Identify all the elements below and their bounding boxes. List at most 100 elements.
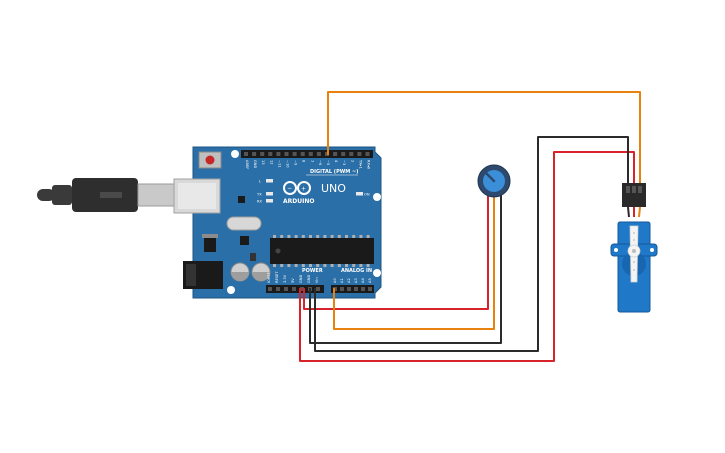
header-pin[interactable] bbox=[365, 152, 370, 156]
usb-cable[interactable] bbox=[37, 178, 175, 212]
mounting-hole bbox=[227, 286, 235, 294]
logo-loop-right bbox=[297, 181, 311, 195]
analog-pin-label: A0 bbox=[333, 278, 337, 283]
potentiometer[interactable] bbox=[477, 164, 511, 198]
chip-pin bbox=[287, 264, 291, 267]
capacitor-shade bbox=[252, 272, 270, 281]
header-pin[interactable] bbox=[341, 152, 346, 156]
header-pin[interactable] bbox=[368, 287, 372, 291]
power-label: POWER bbox=[302, 268, 323, 274]
servo-horn-hole bbox=[633, 239, 635, 241]
chip-pin bbox=[359, 264, 363, 267]
power-pin-label: GND bbox=[307, 275, 311, 283]
mounting-hole bbox=[231, 150, 239, 158]
servo-mount-hole bbox=[614, 248, 618, 252]
power-pin-label: 3.3V bbox=[283, 274, 287, 283]
header-pin[interactable] bbox=[268, 287, 272, 291]
tx-led bbox=[266, 192, 273, 196]
digital-pin-label: ~10 bbox=[286, 160, 290, 168]
l-led-label: L bbox=[259, 180, 261, 184]
header-pin[interactable] bbox=[333, 152, 338, 156]
digital-pin-label: ~5 bbox=[326, 160, 330, 165]
digital-pin-label: 7 bbox=[310, 160, 314, 162]
chip-pin bbox=[323, 264, 327, 267]
usb-plug-metal bbox=[137, 183, 175, 207]
wire-5v-potentiometer[interactable] bbox=[303, 190, 489, 310]
capacitor-shade bbox=[231, 272, 249, 281]
power-pin-label: Vin bbox=[315, 277, 319, 283]
wire-signal-d9-servo[interactable] bbox=[327, 91, 641, 190]
header-pin[interactable] bbox=[347, 287, 351, 291]
header-pin[interactable] bbox=[354, 287, 358, 291]
header-pin[interactable] bbox=[276, 287, 280, 291]
header-pin[interactable] bbox=[252, 152, 257, 156]
header-pin[interactable] bbox=[276, 152, 281, 156]
chip-pin bbox=[280, 264, 284, 267]
power-pin-label: RESET bbox=[275, 271, 279, 283]
logo-loop-left bbox=[283, 181, 297, 195]
power-pin-label: IOREF bbox=[267, 272, 271, 283]
chip-pin bbox=[309, 235, 312, 238]
digital-pin-label: ~6 bbox=[318, 160, 322, 166]
digital-pin-label: ~11 bbox=[277, 160, 281, 168]
analog-header bbox=[331, 285, 374, 293]
header-pin[interactable] bbox=[284, 287, 288, 291]
tx-led-label: TX bbox=[256, 193, 262, 197]
header-pin[interactable] bbox=[260, 152, 265, 156]
chip-pin bbox=[301, 264, 305, 267]
power-pin-label: 5V bbox=[291, 278, 295, 283]
header-pin[interactable] bbox=[308, 152, 313, 156]
header-pin[interactable] bbox=[357, 152, 362, 156]
header-pin[interactable] bbox=[244, 152, 248, 156]
chip-pin bbox=[352, 235, 356, 238]
servo-motor[interactable] bbox=[610, 183, 658, 313]
rx-led bbox=[266, 199, 273, 203]
chip-pin bbox=[366, 235, 370, 238]
smd-chip bbox=[238, 196, 245, 203]
servo-horn-hole bbox=[633, 269, 635, 271]
smd-component bbox=[250, 253, 256, 261]
analog-pin-label: A2 bbox=[347, 278, 351, 283]
header-pin[interactable] bbox=[316, 152, 321, 156]
reset-button[interactable] bbox=[205, 155, 215, 165]
usb-strain-relief bbox=[52, 185, 72, 205]
servo-lead-orange bbox=[638, 206, 641, 218]
header-pin[interactable] bbox=[268, 152, 273, 156]
header-pin[interactable] bbox=[340, 287, 344, 291]
chip-pin bbox=[366, 264, 370, 267]
wires bbox=[299, 91, 641, 362]
chip-pins bbox=[273, 235, 370, 267]
header-pin[interactable] bbox=[292, 152, 297, 156]
regulator-tab bbox=[202, 234, 218, 238]
model-label: UNO bbox=[321, 182, 346, 195]
analog-pin-label: A3 bbox=[354, 278, 358, 283]
chip-pin bbox=[330, 264, 334, 267]
chip-pin bbox=[294, 235, 298, 238]
chip-notch bbox=[275, 248, 281, 254]
chip-pin bbox=[345, 235, 348, 238]
wire-gnd-servo[interactable] bbox=[314, 136, 629, 352]
header-pin[interactable] bbox=[300, 287, 304, 291]
header-pin[interactable] bbox=[361, 287, 365, 291]
digital-pin-label: TX▸1 bbox=[358, 159, 362, 169]
crystal-oscillator bbox=[226, 216, 262, 231]
digital-pin-label: AREF bbox=[245, 160, 249, 169]
header-pin[interactable] bbox=[316, 287, 320, 291]
header-pin[interactable] bbox=[284, 152, 289, 156]
chip-pin bbox=[337, 264, 341, 267]
chip-pin bbox=[330, 235, 334, 238]
header-pin[interactable] bbox=[349, 152, 354, 156]
chip-pin bbox=[301, 235, 305, 238]
chip-pin bbox=[323, 235, 327, 238]
logo-plus: + bbox=[301, 186, 306, 193]
wire-gnd-potentiometer[interactable] bbox=[309, 190, 502, 344]
wire-5v-servo[interactable] bbox=[299, 151, 635, 362]
wire-a0-potentiometer[interactable] bbox=[333, 192, 495, 330]
header-pin[interactable] bbox=[300, 152, 305, 156]
digital-pin-label: GND bbox=[253, 160, 257, 168]
header-pin[interactable] bbox=[292, 287, 296, 291]
